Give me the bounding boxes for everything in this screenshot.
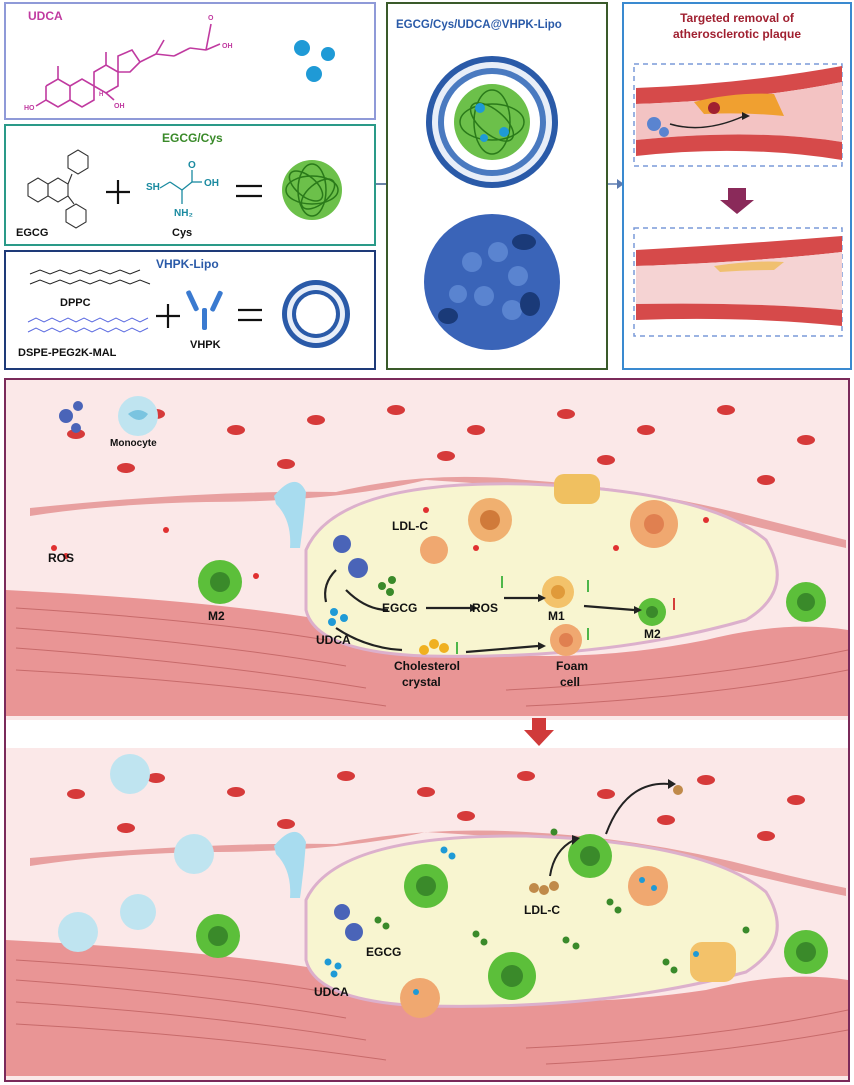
egcg-label: EGCG — [16, 227, 48, 239]
udca-ho-label: HO — [24, 105, 35, 112]
monocyte-label: Monocyte — [110, 438, 157, 449]
upper-scene: Monocyte ROS M2 LDL-C EGCG ROS M1 M2 UDC… — [6, 380, 848, 720]
plus-icon — [156, 304, 180, 328]
liposome-icon — [282, 280, 350, 348]
ros-label: ROS — [472, 601, 498, 615]
egcg-label: EGCG — [382, 601, 417, 615]
m2-left-label: M2 — [208, 609, 225, 623]
nanoparticle-panel: EGCG/Cys/UDCA@VHPK-Lipo — [386, 2, 608, 370]
scene-separator — [6, 720, 848, 748]
egcg-cys-scheme: EGCG/Cys EGCG SH NH₂ OH O Cys — [16, 131, 342, 239]
cys-label: Cys — [172, 227, 192, 239]
targeted-title-line1: Targeted removal of — [680, 11, 795, 25]
mechanism-panel: Monocyte ROS M2 LDL-C EGCG ROS M1 M2 UDC… — [4, 378, 850, 1082]
nanoparticle-cross-section — [426, 56, 558, 188]
ldl-c-label: LDL-C — [392, 519, 428, 533]
connector-line — [376, 183, 386, 185]
targeted-title-line2: atherosclerotic plaque — [673, 27, 801, 41]
arrow-down-icon — [720, 188, 754, 214]
foam-label-line1: Foam — [556, 659, 588, 673]
cholesterol-label-line1: Cholesterol — [394, 659, 460, 673]
arrow-down-icon — [524, 718, 554, 746]
egcg-cys-title: EGCG/Cys — [162, 131, 223, 145]
cys-nh2-label: NH₂ — [174, 208, 193, 219]
vhpk-lipo-title: VHPK-Lipo — [156, 257, 219, 271]
ldl-c-result-label: LDL-C — [524, 903, 560, 917]
udca-particle — [294, 40, 310, 56]
udca-oh-label: OH — [114, 103, 125, 110]
artery-after — [636, 236, 842, 326]
equals-icon — [238, 308, 262, 322]
udca-h-label: H — [99, 92, 103, 98]
cys-o-label: O — [188, 160, 196, 171]
egcg-molecule — [27, 149, 89, 229]
mechanism-illustration: Monocyte ROS M2 LDL-C EGCG ROS M1 M2 UDC… — [6, 380, 848, 1080]
dspe-label: DSPE-PEG2K-MAL — [18, 347, 117, 359]
vhpk-lipo-panel: VHPK-Lipo DPPC DSPE-PEG2K-MAL VHPK — [4, 250, 376, 370]
lower-scene: LDL-C EGCG UDCA — [6, 748, 848, 1080]
plus-icon — [106, 180, 130, 204]
nanoparticle-illustration: EGCG/Cys/UDCA@VHPK-Lipo — [396, 19, 562, 350]
egcg-cys-panel: EGCG/Cys EGCG SH NH₂ OH O Cys — [4, 124, 376, 246]
egcg-result-label: EGCG — [366, 945, 401, 959]
udca-structure: UDCA HO OH OH O H — [24, 9, 335, 112]
vhpk-label: VHPK — [190, 339, 221, 351]
antibody-icon — [186, 290, 223, 330]
m2-label: M2 — [644, 627, 661, 641]
arrow-right-icon — [608, 179, 624, 189]
egcg-cys-nanoparticle — [282, 160, 342, 220]
udca-particle — [321, 47, 335, 61]
cholesterol-label-line2: crystal — [402, 675, 441, 689]
udca-panel: UDCA HO OH OH O H — [4, 2, 376, 120]
foam-label-line2: cell — [560, 675, 580, 689]
cys-molecule — [159, 170, 202, 204]
ros-left-label: ROS — [48, 551, 74, 565]
dspe-molecule — [27, 317, 149, 333]
artery-before-frame — [633, 63, 843, 167]
udca-o-label: O — [208, 15, 214, 22]
udca-title: UDCA — [28, 9, 63, 23]
cys-oh-label: OH — [204, 178, 219, 189]
udca-label: UDCA — [316, 633, 351, 647]
udca-particle — [306, 66, 322, 82]
targeted-removal-panel: Targeted removal of atherosclerotic plaq… — [622, 2, 852, 370]
vhpk-lipo-scheme: VHPK-Lipo DPPC DSPE-PEG2K-MAL VHPK — [18, 257, 350, 359]
udca-acid-oh: OH — [222, 43, 233, 50]
cys-sh-label: SH — [146, 182, 160, 193]
equals-icon — [236, 184, 262, 198]
dppc-molecule — [29, 269, 151, 285]
artery-illustration: Targeted removal of atherosclerotic plaq… — [633, 11, 843, 337]
nanoparticle-surface — [424, 214, 560, 350]
nanoparticle-title: EGCG/Cys/UDCA@VHPK-Lipo — [396, 19, 562, 31]
m1-label: M1 — [548, 609, 565, 623]
artery-before — [636, 66, 842, 160]
udca-result-label: UDCA — [314, 985, 349, 999]
dppc-label: DPPC — [60, 297, 91, 309]
